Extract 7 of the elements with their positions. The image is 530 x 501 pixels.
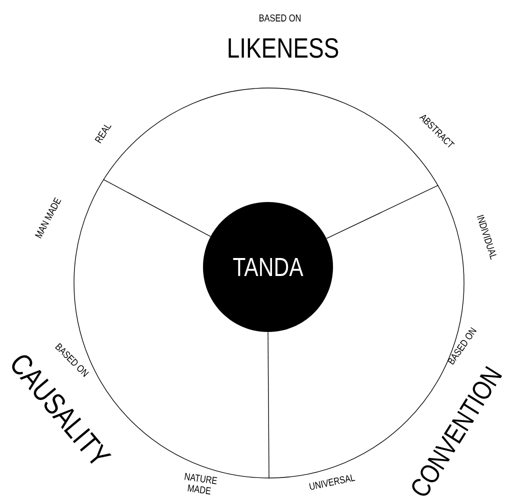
label-text: NATURE MADE — [184, 472, 218, 494]
heading-text: LIKENESS — [228, 38, 338, 58]
divider-line — [102, 179, 211, 237]
label-text: BASED ON — [260, 14, 301, 22]
divider-line — [326, 184, 439, 239]
label-text: UNIVERSAL — [309, 474, 356, 490]
divider-line — [268, 332, 270, 479]
